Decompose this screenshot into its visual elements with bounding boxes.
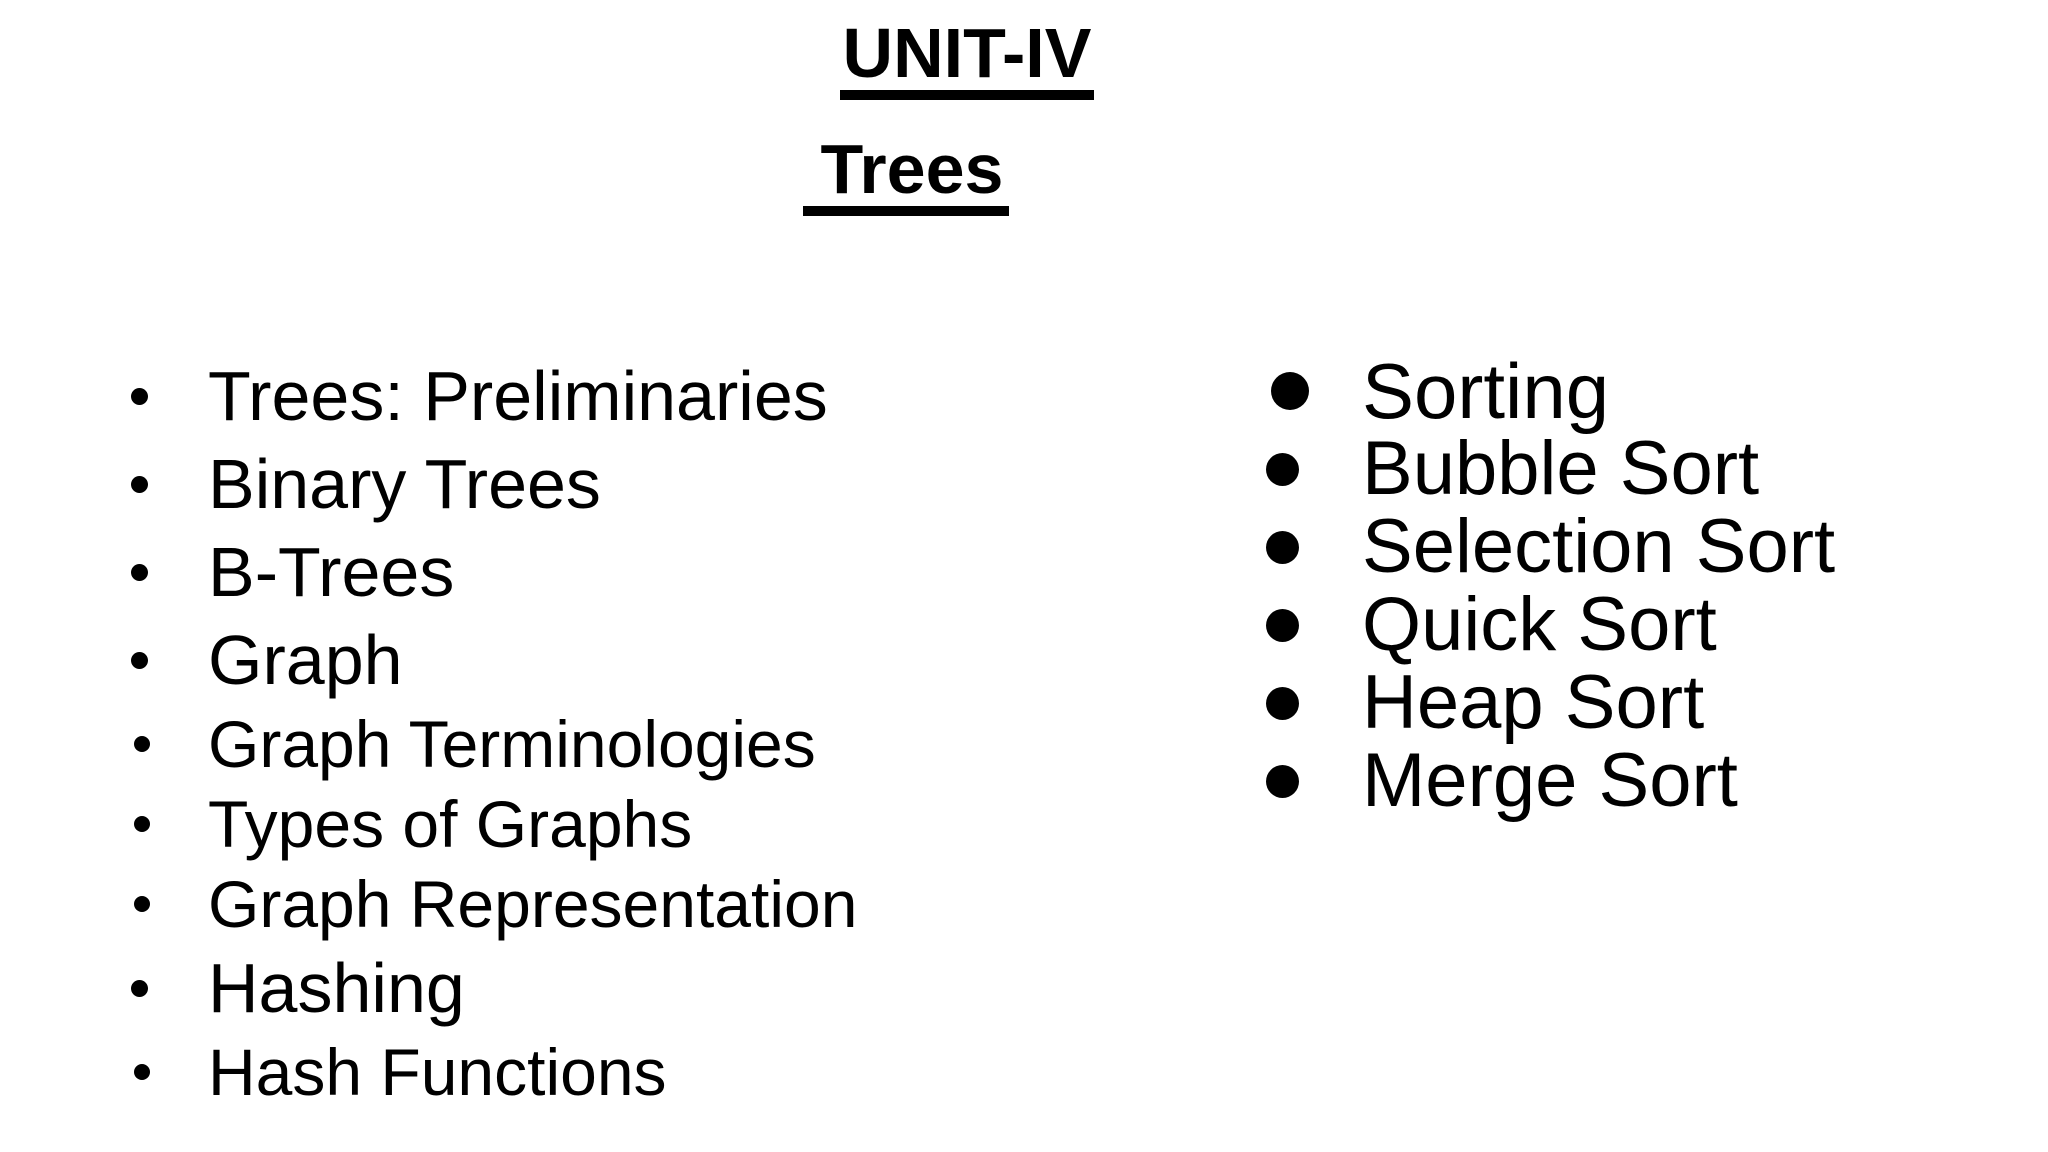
- list-item: Selection Sort: [1266, 508, 2012, 586]
- list-item: B-Trees: [131, 528, 1208, 616]
- list-item: Graph Terminologies: [134, 704, 1208, 784]
- list-item-label: Binary Trees: [208, 445, 601, 523]
- list-item-label: Hashing: [208, 949, 465, 1027]
- list-item-label: Trees: Preliminaries: [208, 357, 828, 435]
- dot-bullet-icon: [131, 564, 148, 581]
- list-item-label: Selection Sort: [1362, 504, 1836, 589]
- dot-bullet-icon: [131, 388, 148, 405]
- sub-list: Hash Functions: [134, 1032, 1208, 1112]
- list-item-label: Graph Terminologies: [208, 707, 816, 781]
- dot-bullet-icon: [131, 980, 148, 997]
- list-item-label: Hash Functions: [208, 1035, 667, 1109]
- list-item-label: Graph Representation: [208, 867, 858, 941]
- list-item-label: Quick Sort: [1362, 582, 1717, 667]
- list-item: Merge Sort: [1266, 742, 2012, 820]
- list-item-label: Types of Graphs: [208, 787, 693, 861]
- subtitle-row: Trees: [0, 134, 2048, 216]
- dot-bullet-icon: [1266, 687, 1299, 720]
- list-item: Quick Sort: [1266, 586, 2012, 664]
- list-item: Trees: Preliminaries: [131, 352, 1208, 440]
- list-item: Binary Trees: [131, 440, 1208, 528]
- dot-bullet-icon: [1266, 609, 1299, 642]
- list-item-label: Merge Sort: [1362, 738, 1738, 823]
- list-item-label: Bubble Sort: [1362, 426, 1760, 511]
- list-item-label: Heap Sort: [1362, 660, 1705, 745]
- dot-bullet-icon: [131, 476, 148, 493]
- list-item: Types of Graphs: [134, 784, 1208, 864]
- dot-bullet-icon: [1266, 453, 1299, 486]
- list-item-label: Graph: [208, 621, 403, 699]
- list-item: Graph Representation: [134, 864, 1208, 944]
- list-item: Heap Sort: [1266, 664, 2012, 742]
- page-title: UNIT-IV: [839, 18, 1095, 100]
- dot-bullet-icon: [131, 652, 148, 669]
- dot-bullet-icon: [134, 1064, 150, 1080]
- list-item: Bubble Sort: [1266, 430, 2012, 508]
- dot-bullet-icon: [134, 896, 150, 912]
- list-item: Hash Functions: [134, 1032, 1208, 1112]
- dot-bullet-icon: [1266, 765, 1299, 798]
- disc-bullet-icon: [1271, 372, 1309, 410]
- page-subtitle: Trees: [802, 134, 1010, 216]
- dot-bullet-icon: [134, 816, 150, 832]
- title-row: UNIT-IV: [0, 18, 2048, 100]
- dot-bullet-icon: [1266, 531, 1299, 564]
- list-item-label: B-Trees: [208, 533, 455, 611]
- dot-bullet-icon: [134, 736, 150, 752]
- list-item-label: Sorting: [1362, 347, 1610, 435]
